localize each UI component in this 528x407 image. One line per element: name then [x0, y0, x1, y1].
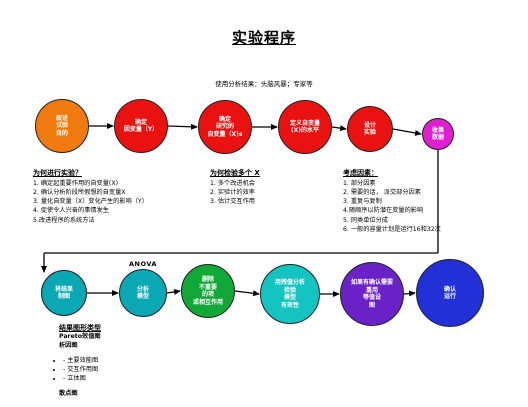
result-factorial-subitem-1: - 主要效能图: [63, 357, 101, 366]
node-design-experiment-label: 设计 实验: [363, 121, 376, 137]
node-confirm-run-label: 确认 运行: [443, 285, 456, 301]
considerations-item-1: 1. 部分因素: [343, 179, 376, 187]
node-analyze-model-label: 分析 模型: [136, 285, 149, 301]
why-experiment-list: 1. 确定起重要作用的自变量(X)2. 确认分析阶段所假想的自变量X 3. 量化自…: [33, 179, 148, 225]
node-collect-data: 收集 数据: [422, 118, 454, 150]
bottom-flow-arrow-5: [403, 290, 416, 297]
top-flow-arrow-5: [392, 128, 422, 136]
node-residual-analysis: 用残值分析 检验 模型 有效性: [260, 264, 320, 324]
why-experiment-item-2: 2. 确认分析阶段所假想的自变量X: [33, 188, 126, 196]
why-experiment-item-4: 4. 促使令人兴奋的事情发生: [33, 207, 109, 215]
result-factorial-line: 析因图: [59, 342, 78, 350]
node-analyze-model: 分析 模型: [119, 269, 167, 317]
why-experiment-item-3: 3. 量化自变量（X）变化产生的影响（Y）: [33, 198, 148, 206]
bottom-flow-arrow-3: [234, 290, 260, 297]
why-multiple-x-item-3: 3. 估计交互作用: [210, 198, 255, 206]
why-experiment-block: 为何进行实验？ 1. 确定起重要作用的自变量(X)2. 确认分析阶段所假想的自变…: [33, 168, 148, 225]
why-experiment-item-5: 5.改进程序的系统方法: [33, 216, 95, 224]
why-multiple-x-item-2: 2. 实验计的效率: [210, 188, 255, 196]
considerations-item-4: 4.随顺序以防潜在变量的影响: [343, 207, 424, 215]
considerations-item-6: 6. 一般的容量计划是运行16和32次: [343, 225, 441, 233]
node-define-response-label: 确定 因变量（Y）: [123, 118, 159, 134]
node-plot-results-label: 将结果 制图: [54, 285, 73, 301]
node-plot-results: 将结果 制图: [41, 270, 87, 316]
result-pareto-line: Pareto效值图: [59, 333, 101, 341]
page-subtitle: 使用分析结果：头脑风暴；专家等: [215, 80, 313, 88]
node-residual-analysis-label: 用残值分析 检验 模型 有效性: [274, 279, 305, 309]
result-graph-types-block: 结果图形类型 Pareto效值图 析因图 - 主要效能图- 交互作用图- 立体图…: [59, 323, 101, 399]
node-state-objective-label: 叙述 试验 目的: [55, 114, 68, 137]
node-remove-insignificant-label: 删除 不重要 的项 或相互作用: [192, 276, 223, 306]
result-factorial-sublist: - 主要效能图- 交互作用图- 立体图: [59, 357, 101, 384]
result-factorial-subitem-2: - 交互作用图: [63, 366, 101, 375]
top-flow-arrow-2: [167, 123, 198, 130]
considerations-item-2: 2. 需要的话， 派交部分因素: [343, 188, 421, 196]
anova-label: ANOVA: [129, 260, 157, 268]
considerations-heading: 考虑因素：: [343, 169, 378, 177]
considerations-item-3: 3. 重复与复制: [343, 198, 382, 206]
why-experiment-item-1: 1. 确定起重要作用的自变量(X): [33, 179, 118, 187]
page-title: 实验程序: [231, 29, 296, 47]
node-confirm-run: 确认 运行: [416, 259, 484, 327]
bottom-flow-arrow-2: [166, 288, 181, 295]
node-define-levels-label: 定义自变量 (X)的水平: [289, 119, 320, 135]
node-remove-insignificant: 删除 不重要 的项 或相互作用: [181, 264, 235, 318]
node-define-response: 确定 因变量（Y）: [114, 99, 168, 153]
result-scatter-line: 散点图: [59, 390, 78, 398]
result-factorial-subitem-3: - 立体图: [63, 375, 101, 384]
node-define-factors: 确定 研究的 自变量（X)s: [198, 100, 252, 154]
node-adjust-levels-label: 如果有确认需要 重用 等值设 图: [350, 279, 393, 309]
result-graph-types-heading: 结果图形类型: [59, 324, 101, 332]
considerations-item-5: 5. 同类单位分成: [343, 216, 388, 224]
node-state-objective: 叙述 试验 目的: [35, 99, 89, 153]
why-experiment-heading: 为何进行实验？: [33, 169, 82, 177]
node-adjust-levels: 如果有确认需要 重用 等值设 图: [340, 262, 404, 326]
node-collect-data-label: 收集 数据: [431, 126, 444, 142]
top-flow-arrow-4: [331, 125, 347, 132]
node-define-levels: 定义自变量 (X)的水平: [278, 100, 332, 154]
node-define-factors-label: 确定 研究的 自变量（X)s: [207, 115, 243, 138]
why-multiple-x-heading: 为何检验多个 X: [210, 169, 260, 177]
node-design-experiment: 设计 实验: [347, 106, 393, 152]
why-multiple-x-item-1: 1. 多个改进机会: [210, 179, 255, 187]
